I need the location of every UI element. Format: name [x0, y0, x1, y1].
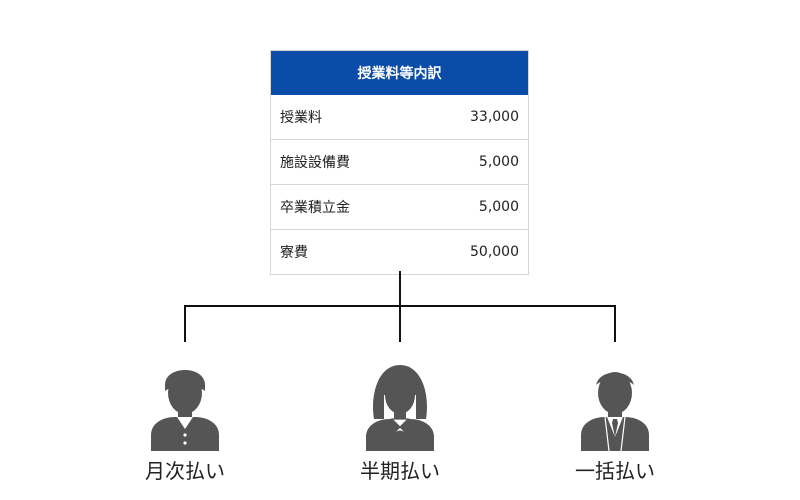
fee-amount: 5,000	[478, 199, 519, 215]
fee-name: 寮費	[280, 245, 308, 261]
table-row: 寮費 50,000	[271, 229, 528, 274]
fee-name: 卒業積立金	[280, 200, 350, 216]
table-row: 卒業積立金 5,000	[271, 184, 528, 229]
table-row: 授業料 33,000	[271, 95, 528, 139]
table-row: 施設設備費 5,000	[271, 139, 528, 184]
fee-breakdown-table: 授業料等内訳 授業料 33,000 施設設備費 5,000 卒業積立金 5,00…	[270, 50, 529, 275]
plan-label: 半期払い	[360, 459, 440, 483]
fee-amount: 33,000	[470, 109, 519, 125]
plan-monthly: 月次払い	[120, 355, 250, 484]
fee-amount: 5,000	[478, 154, 519, 170]
female-student-icon	[366, 365, 434, 451]
fee-amount: 50,000	[470, 244, 519, 260]
fee-name: 授業料	[280, 110, 322, 126]
fee-name: 施設設備費	[280, 155, 350, 171]
plan-lump-sum: 一括払い	[550, 355, 680, 484]
table-header: 授業料等内訳	[271, 51, 528, 95]
businessman-icon	[581, 372, 649, 451]
plan-half-yearly: 半期払い	[335, 355, 465, 484]
plan-label: 一括払い	[575, 459, 655, 483]
male-student-icon	[151, 370, 219, 451]
plan-label: 月次払い	[145, 459, 225, 483]
